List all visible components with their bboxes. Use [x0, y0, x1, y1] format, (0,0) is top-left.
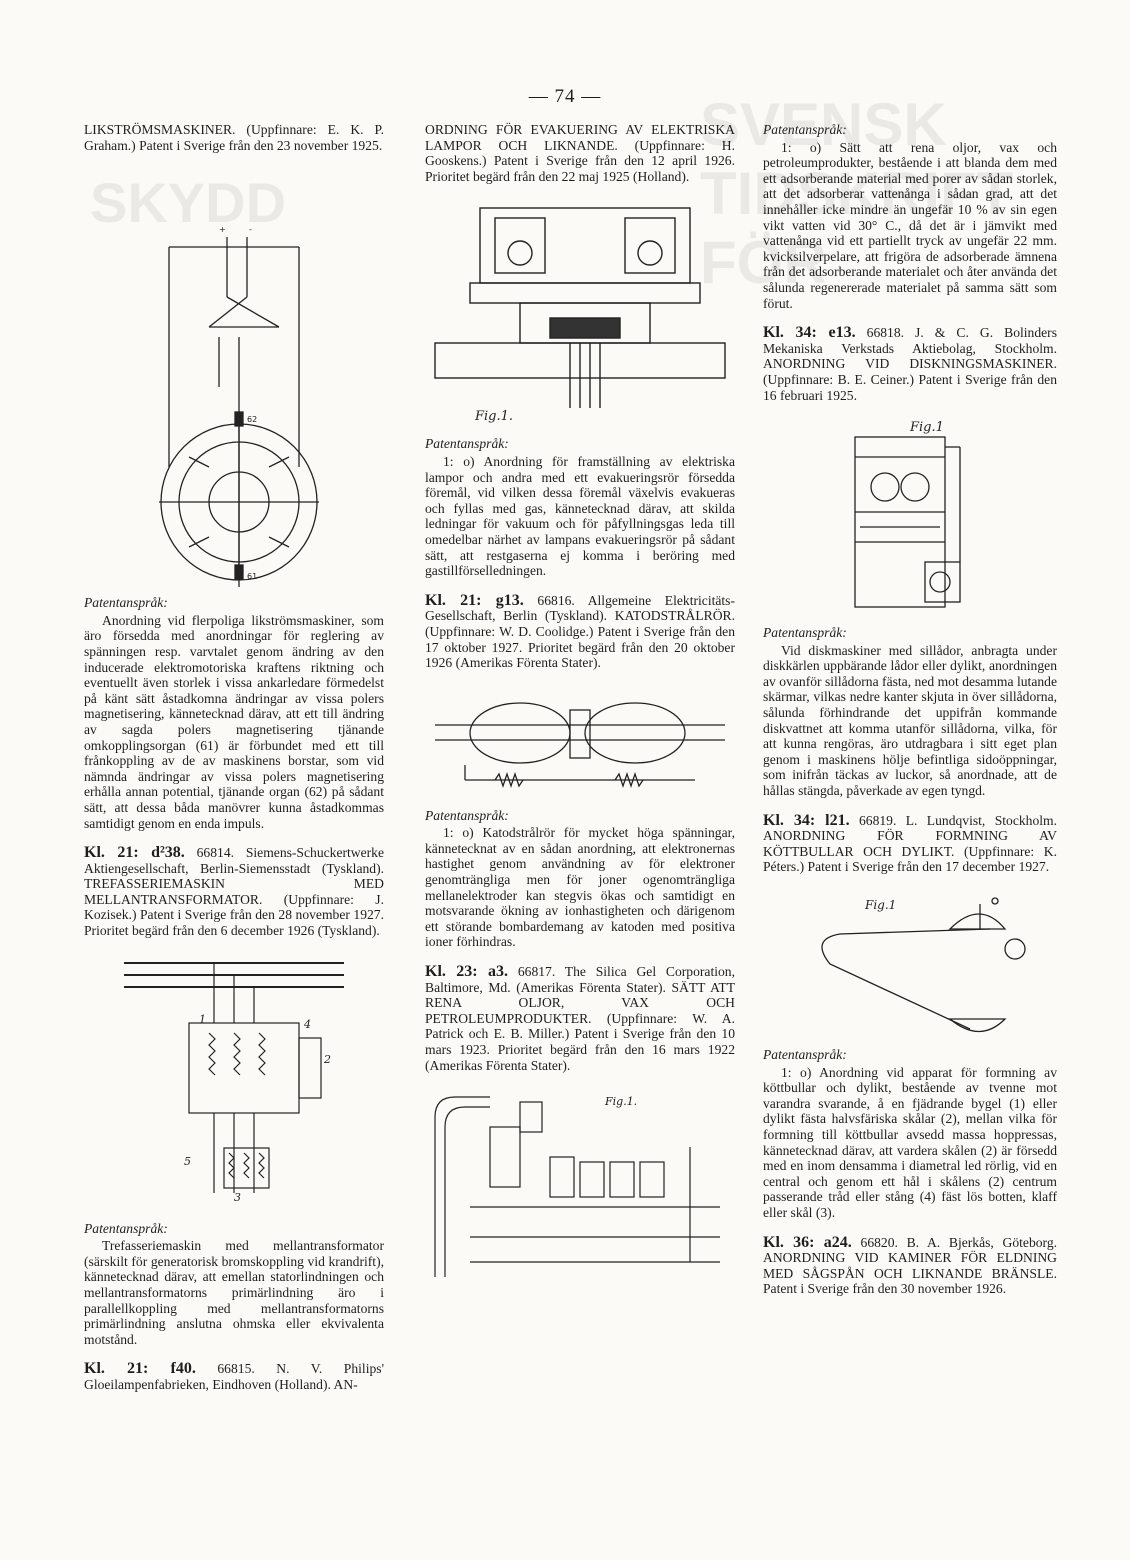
- figure-three-phase-machine: 1 4 2 5 3: [114, 953, 354, 1213]
- figure-lamp-evacuation: Fig.1.: [430, 198, 730, 428]
- claim-text-5: 1: o) Sätt att rena oljor, vax och petro…: [763, 139, 1057, 311]
- cathode-tube-svg: [435, 702, 725, 788]
- silica-plant-svg: Fig.1.: [434, 1095, 720, 1278]
- column-2: ORDNING FÖR EVAKUERING AV ELEKTRISKA LAM…: [425, 122, 735, 1295]
- claim-label-4: Patentanspråk:: [425, 807, 509, 823]
- patent-entry-text-7: 66820. B. A. Bjerkås, Göteborg. ANORDNIN…: [763, 1234, 1058, 1297]
- svg-text:5: 5: [184, 1155, 191, 1168]
- svg-text:3: 3: [234, 1191, 241, 1204]
- patent-class: Kl. 21: d²38.: [84, 844, 185, 862]
- svg-text:4: 4: [303, 1018, 311, 1031]
- claim-label-5: Patentanspråk:: [763, 122, 847, 137]
- column-3: Patentanspråk: 1: o) Sätt att rena oljor…: [763, 122, 1057, 1311]
- claim-text-7: 1: o) Anordning vid apparat för formning…: [763, 1064, 1057, 1220]
- figure-meatball-former: Fig.1: [790, 889, 1030, 1039]
- claim-label: Patentanspråk:: [84, 595, 168, 611]
- patent-class-6: Kl. 34: l21.: [763, 811, 850, 829]
- figure-dc-machine-diagram: + - 62 61: [119, 167, 349, 588]
- claim-text-6: Vid diskmaskiner med sillådor, anbragta …: [763, 642, 1057, 799]
- claim-text-2: Trefasseriemaskin med mellantransformato…: [84, 1238, 384, 1347]
- patent-entry-text-5: 66818. J. & C. G. Bolinders Mekaniska Ve…: [763, 325, 1057, 403]
- patent-entry-text: 66814. Siemens-Schuckertwerke Aktiengese…: [84, 845, 384, 939]
- figure-silica-gel-plant: Fig.1.: [430, 1087, 730, 1287]
- column-1: LIKSTRÖMSMASKINER. (Uppfinnare: E. K. P.…: [84, 122, 384, 1407]
- patent-title-continued-2: ORDNING FÖR EVAKUERING AV ELEKTRISKA LAM…: [425, 122, 735, 184]
- claim-label-7: Patentanspråk:: [763, 1047, 847, 1062]
- patent-class-7: Kl. 36: a24.: [763, 1233, 852, 1251]
- dishwasher-svg: Fig.1: [854, 420, 961, 608]
- svg-text:1: 1: [199, 1013, 206, 1026]
- patent-entry-66815: Kl. 21: f40. 66815. N. V. Philips' Gloei…: [84, 1361, 384, 1392]
- claim-label-3: Patentanspråk:: [425, 436, 509, 452]
- patent-class-2: Kl. 21: f40.: [84, 1360, 196, 1378]
- meatball-former-svg: Fig.1: [821, 897, 1026, 1032]
- page-number: — 74 —: [528, 86, 602, 107]
- svg-text:61: 61: [247, 572, 257, 581]
- claim-label-6: Patentanspråk:: [763, 625, 847, 641]
- fig-label-meat: Fig.1: [864, 898, 896, 912]
- lamp-evacuation-svg: Fig.1.: [434, 207, 726, 424]
- claim-label-2: Patentanspråk:: [84, 1220, 168, 1236]
- fig-label-dish: Fig.1: [909, 420, 944, 435]
- patent-entry-66820: Kl. 36: a24. 66820. B. A. Bjerkås, Göteb…: [763, 1233, 1058, 1297]
- dc-machine-svg: + - 62 61: [159, 225, 319, 588]
- claim-text: Anordning vid flerpoliga likströmsmaskin…: [84, 612, 384, 831]
- three-phase-svg: 1 4 2 5 3: [124, 961, 344, 1204]
- patent-class-5: Kl. 34: e13.: [763, 324, 856, 342]
- svg-text:+: +: [219, 225, 226, 234]
- claim-text-4: 1: o) Katodstrålrör för mycket höga spän…: [425, 825, 735, 950]
- patent-class-4: Kl. 23: a3.: [425, 963, 509, 981]
- svg-text:-: -: [249, 225, 252, 234]
- figure-dishwasher: Fig.1: [840, 417, 980, 617]
- claim-text-3: 1: o) Anordning för framställning av ele…: [425, 453, 735, 579]
- patent-title-continued: LIKSTRÖMSMASKINER. (Uppfinnare: E. K. P.…: [84, 122, 384, 153]
- fig-label-lamp: Fig.1.: [474, 409, 513, 424]
- patent-entry-text-6: 66819. L. Lundqvist, Stockholm. ANORDNIN…: [763, 812, 1058, 875]
- patent-entry-text-2: 66815. N. V. Philips' Gloeilampenfabriek…: [84, 1361, 385, 1392]
- patent-entry-66819: Kl. 34: l21. 66819. L. Lundqvist, Stockh…: [763, 811, 1058, 875]
- fig-label-silica: Fig.1.: [604, 1095, 637, 1108]
- patent-class-3: Kl. 21: g13.: [425, 591, 524, 609]
- svg-text:2: 2: [323, 1053, 331, 1066]
- patent-entry-text-3: 66816. Allgemeine Elektricitäts-Gesellsc…: [425, 592, 735, 671]
- patent-entry-66814: Kl. 21: d²38. 66814. Siemens-Schuckertwe…: [84, 845, 384, 939]
- patent-entry-text-4: 66817. The Silica Gel Corporation, Balti…: [425, 964, 736, 1073]
- patent-entry-66818: Kl. 34: e13. 66818. J. & C. G. Bolinders…: [763, 325, 1057, 403]
- patent-entry-66816: Kl. 21: g13. 66816. Allgemeine Elektrici…: [425, 591, 735, 671]
- figure-cathode-ray-tube: [425, 685, 735, 800]
- patent-entry-66817: Kl. 23: a3. 66817. The Silica Gel Corpor…: [425, 964, 735, 1073]
- svg-text:62: 62: [247, 415, 257, 424]
